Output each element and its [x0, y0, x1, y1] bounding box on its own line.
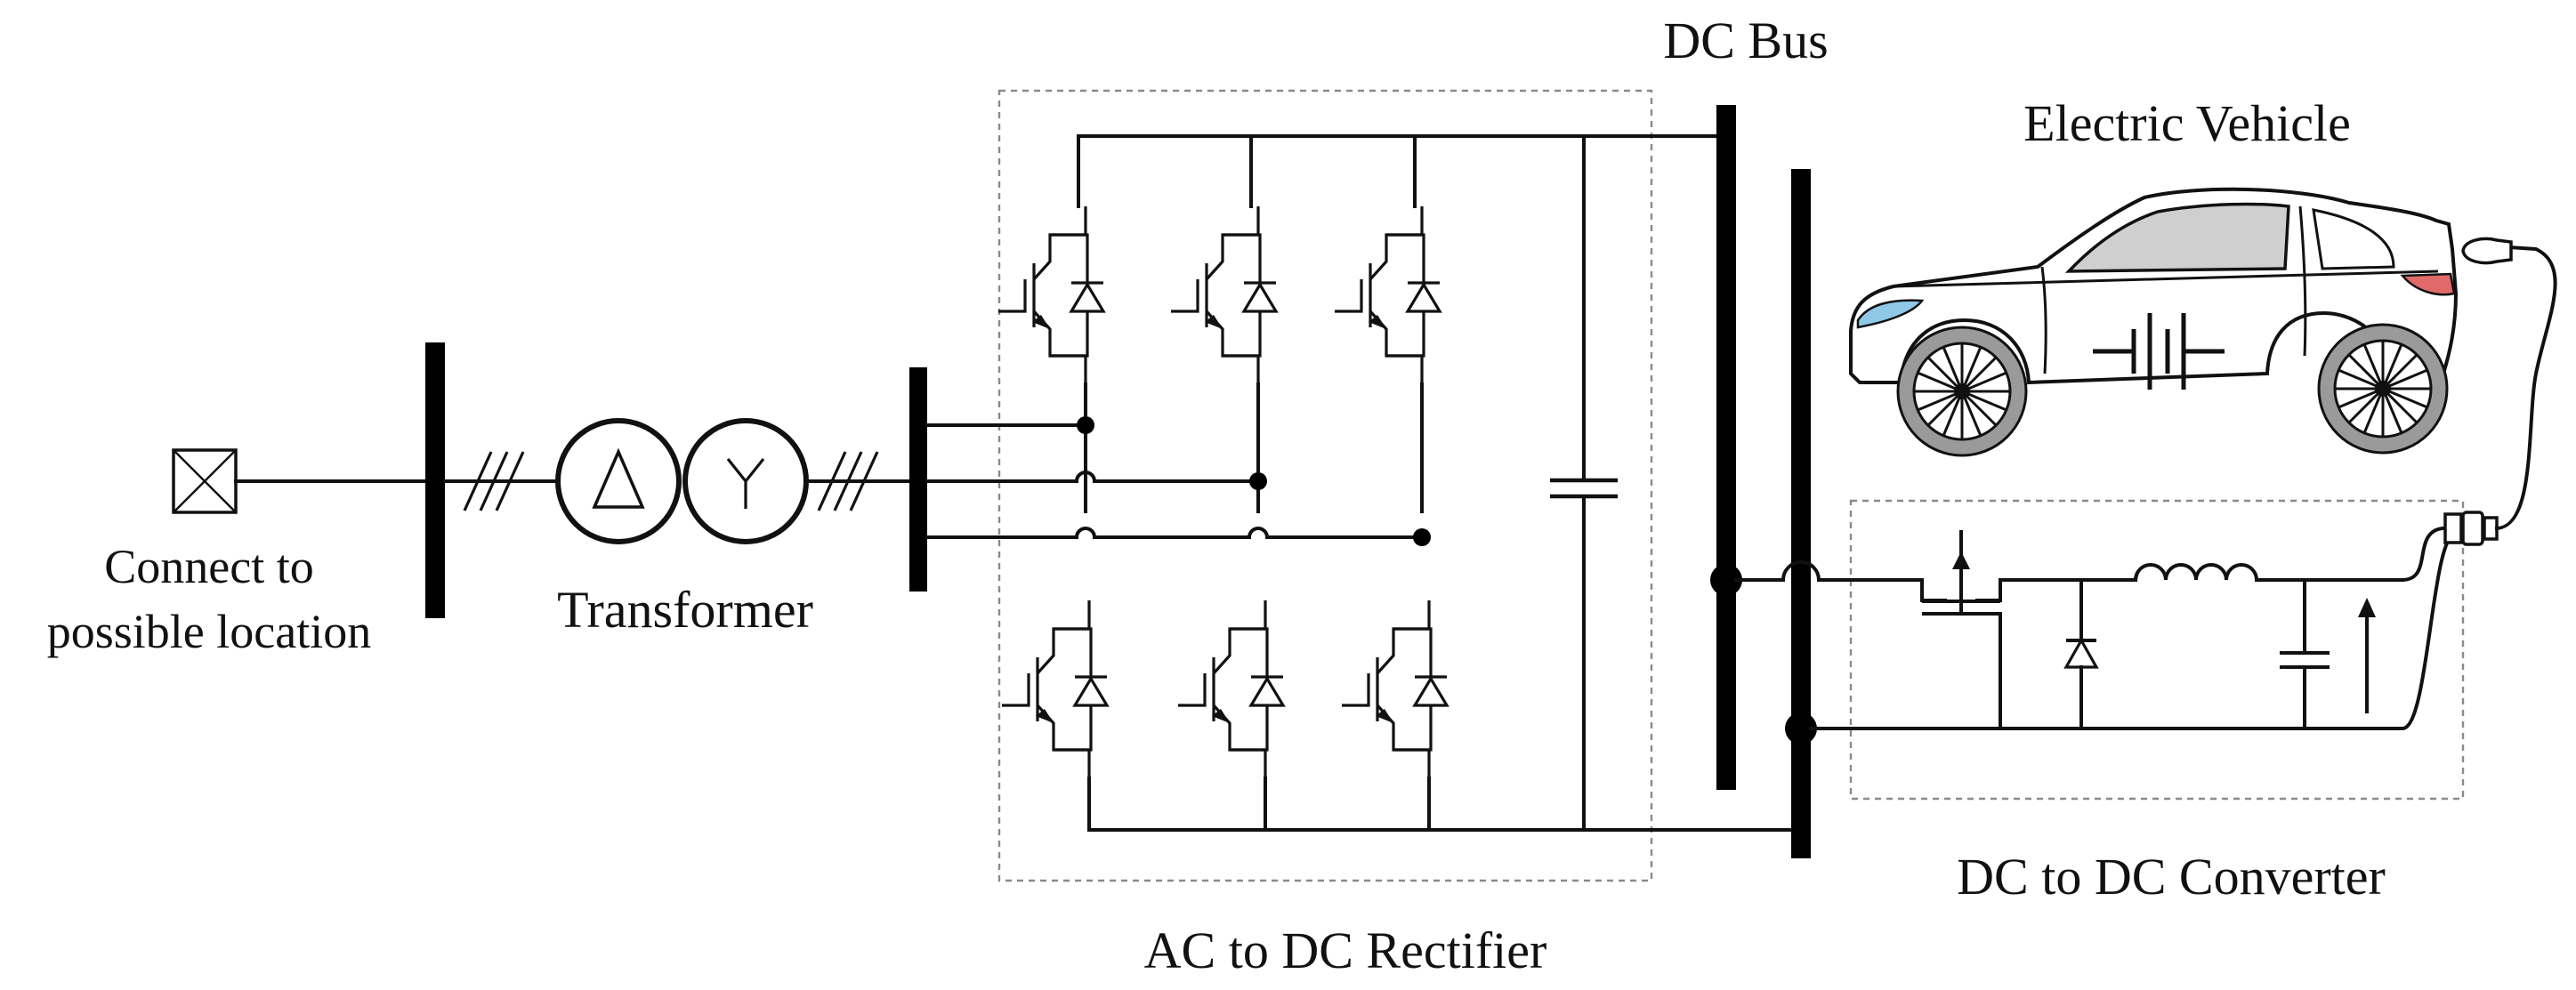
- inductor-icon: [2133, 563, 2404, 583]
- grid-bus-bar: [425, 342, 445, 618]
- headlight-icon: [1856, 299, 1925, 329]
- leg-b: [1169, 134, 1285, 832]
- converter-input-line: [1734, 560, 1924, 582]
- grid-connection-icon: [172, 448, 238, 514]
- connect-label-line2: possible location: [47, 605, 371, 658]
- battery-icon: [2093, 313, 2225, 390]
- plug-icon: [2443, 511, 2499, 546]
- ac-bus-bar: [909, 367, 927, 592]
- three-phase-marker-left: [463, 451, 525, 511]
- dc-link-capacitor-icon: [1550, 134, 1618, 832]
- converter-label: DC to DC Converter: [1957, 848, 2386, 905]
- output-voltage-arrow-icon: [2358, 598, 2376, 713]
- transformer-label: Transformer: [557, 581, 813, 639]
- output-capacitor-icon: [2280, 578, 2330, 730]
- dc-bus-bar-positive: [1716, 105, 1736, 790]
- output-cable-top: [2400, 527, 2449, 583]
- phase-c-line: [925, 527, 1431, 546]
- rectifier-label: AC to DC Rectifier: [1144, 922, 1547, 979]
- phase-a-line: [925, 416, 1094, 434]
- rear-wheel-icon: [2317, 323, 2449, 455]
- phase-b-line: [925, 471, 1267, 490]
- mosfet-icon: [1920, 530, 2002, 616]
- car-icon: [1849, 187, 2459, 457]
- charging-cable: [2494, 245, 2557, 531]
- output-cable-bottom: [2400, 531, 2459, 731]
- converter-dashed-box: [1849, 499, 2465, 801]
- front-wheel-icon: [1896, 326, 2028, 457]
- wye-icon: [726, 458, 765, 509]
- taillight-icon: [2400, 272, 2456, 296]
- delta-icon: [592, 447, 645, 509]
- connect-label-line1: Connect to: [104, 540, 313, 593]
- leg-a: [997, 134, 1109, 832]
- transformer-icon: [555, 418, 809, 544]
- leg-c: [1333, 134, 1449, 832]
- three-phase-marker-right: [817, 451, 879, 511]
- freewheel-diode-icon: [2063, 578, 2099, 730]
- rectifier-dashed-box: [997, 89, 1653, 882]
- ev-label: Electric Vehicle: [2023, 94, 2351, 152]
- vehicle-plug-icon: [2461, 237, 2513, 265]
- dc-bus-bar-negative: [1791, 169, 1811, 858]
- dc-bus-label: DC Bus: [1663, 12, 1828, 69]
